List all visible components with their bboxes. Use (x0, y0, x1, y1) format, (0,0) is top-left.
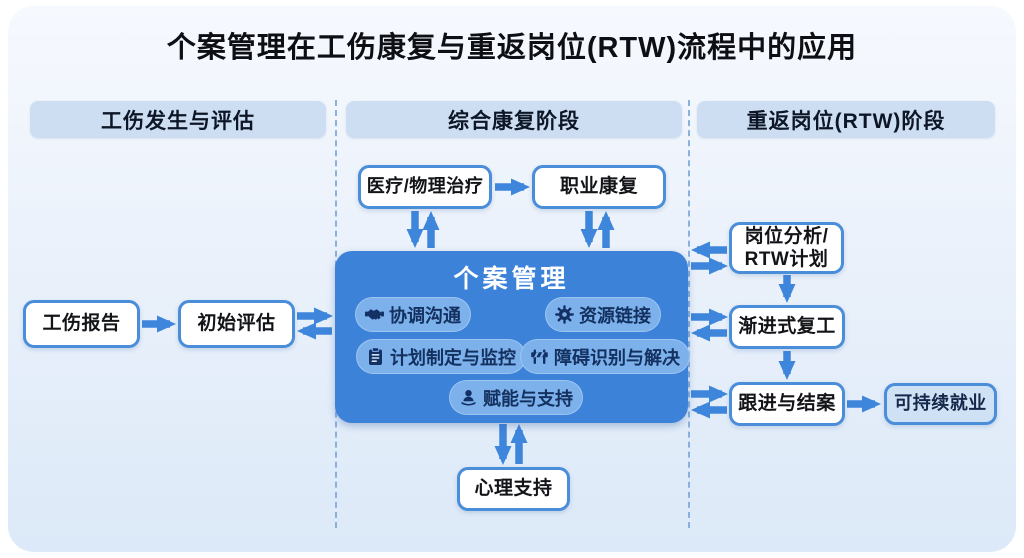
pill-label: 障碍识别与解决 (554, 347, 680, 368)
node-label: 渐进式复工 (738, 316, 836, 338)
gear-icon (555, 305, 574, 324)
node-gradual-return-to-work: 渐进式复工 (729, 305, 845, 349)
node-sustainable-employment: 可持续就业 (884, 383, 997, 425)
node-label-line2: RTW计划 (744, 249, 829, 270)
node-label: 心理支持 (474, 478, 553, 500)
diagram-title: 个案管理在工伤康复与重返岗位(RTW)流程中的应用 (166, 32, 858, 64)
case-management-box: 个案管理 协调沟通 资源链接 计划制定与监控 障碍识别与解决 赋能与支持 (335, 251, 690, 423)
pill-coordination-communication: 协调沟通 (355, 297, 471, 332)
node-initial-assessment: 初始评估 (178, 300, 295, 348)
case-management-title: 个案管理 (453, 265, 570, 293)
node-vocational-rehab: 职业康复 (532, 165, 666, 209)
node-label: 医疗/物理治疗 (366, 176, 484, 197)
node-medical-physical-therapy: 医疗/物理治疗 (358, 165, 492, 209)
phase-header-injury-assessment: 工伤发生与评估 (30, 101, 326, 138)
node-label: 可持续就业 (894, 393, 987, 414)
pill-label: 协调沟通 (389, 305, 461, 326)
node-psychological-support: 心理支持 (457, 467, 570, 511)
phase-divider-right (688, 100, 690, 528)
node-label: 职业康复 (559, 176, 638, 198)
person-support-icon (459, 388, 478, 407)
barrier-icon (530, 347, 549, 366)
node-label: 跟进与结案 (738, 393, 836, 415)
node-label: 初始评估 (197, 313, 276, 335)
phase-header-label: 工伤发生与评估 (101, 109, 255, 133)
pill-empowerment-support: 赋能与支持 (449, 380, 583, 415)
node-label-line1: 岗位分析/ (744, 225, 829, 247)
node-follow-up-closure: 跟进与结案 (729, 382, 845, 426)
pill-plan-monitoring: 计划制定与监控 (356, 339, 526, 374)
pill-label: 计划制定与监控 (390, 347, 516, 368)
clipboard-icon (366, 347, 385, 366)
pill-label: 赋能与支持 (483, 388, 573, 409)
node-job-analysis-rtw-plan: 岗位分析/ RTW计划 (729, 222, 844, 274)
node-label: 工伤报告 (42, 313, 121, 335)
pill-resource-linking: 资源链接 (545, 297, 661, 332)
pill-label: 资源链接 (579, 305, 651, 326)
phase-header-label: 重返岗位(RTW)阶段 (746, 109, 946, 133)
node-injury-report: 工伤报告 (23, 300, 140, 348)
handshake-icon (365, 305, 384, 324)
phase-header-rehab-stage: 综合康复阶段 (346, 101, 682, 138)
phase-header-rtw-stage: 重返岗位(RTW)阶段 (697, 101, 995, 138)
pill-barrier-resolution: 障碍识别与解决 (520, 339, 690, 374)
phase-header-label: 综合康复阶段 (448, 109, 580, 133)
